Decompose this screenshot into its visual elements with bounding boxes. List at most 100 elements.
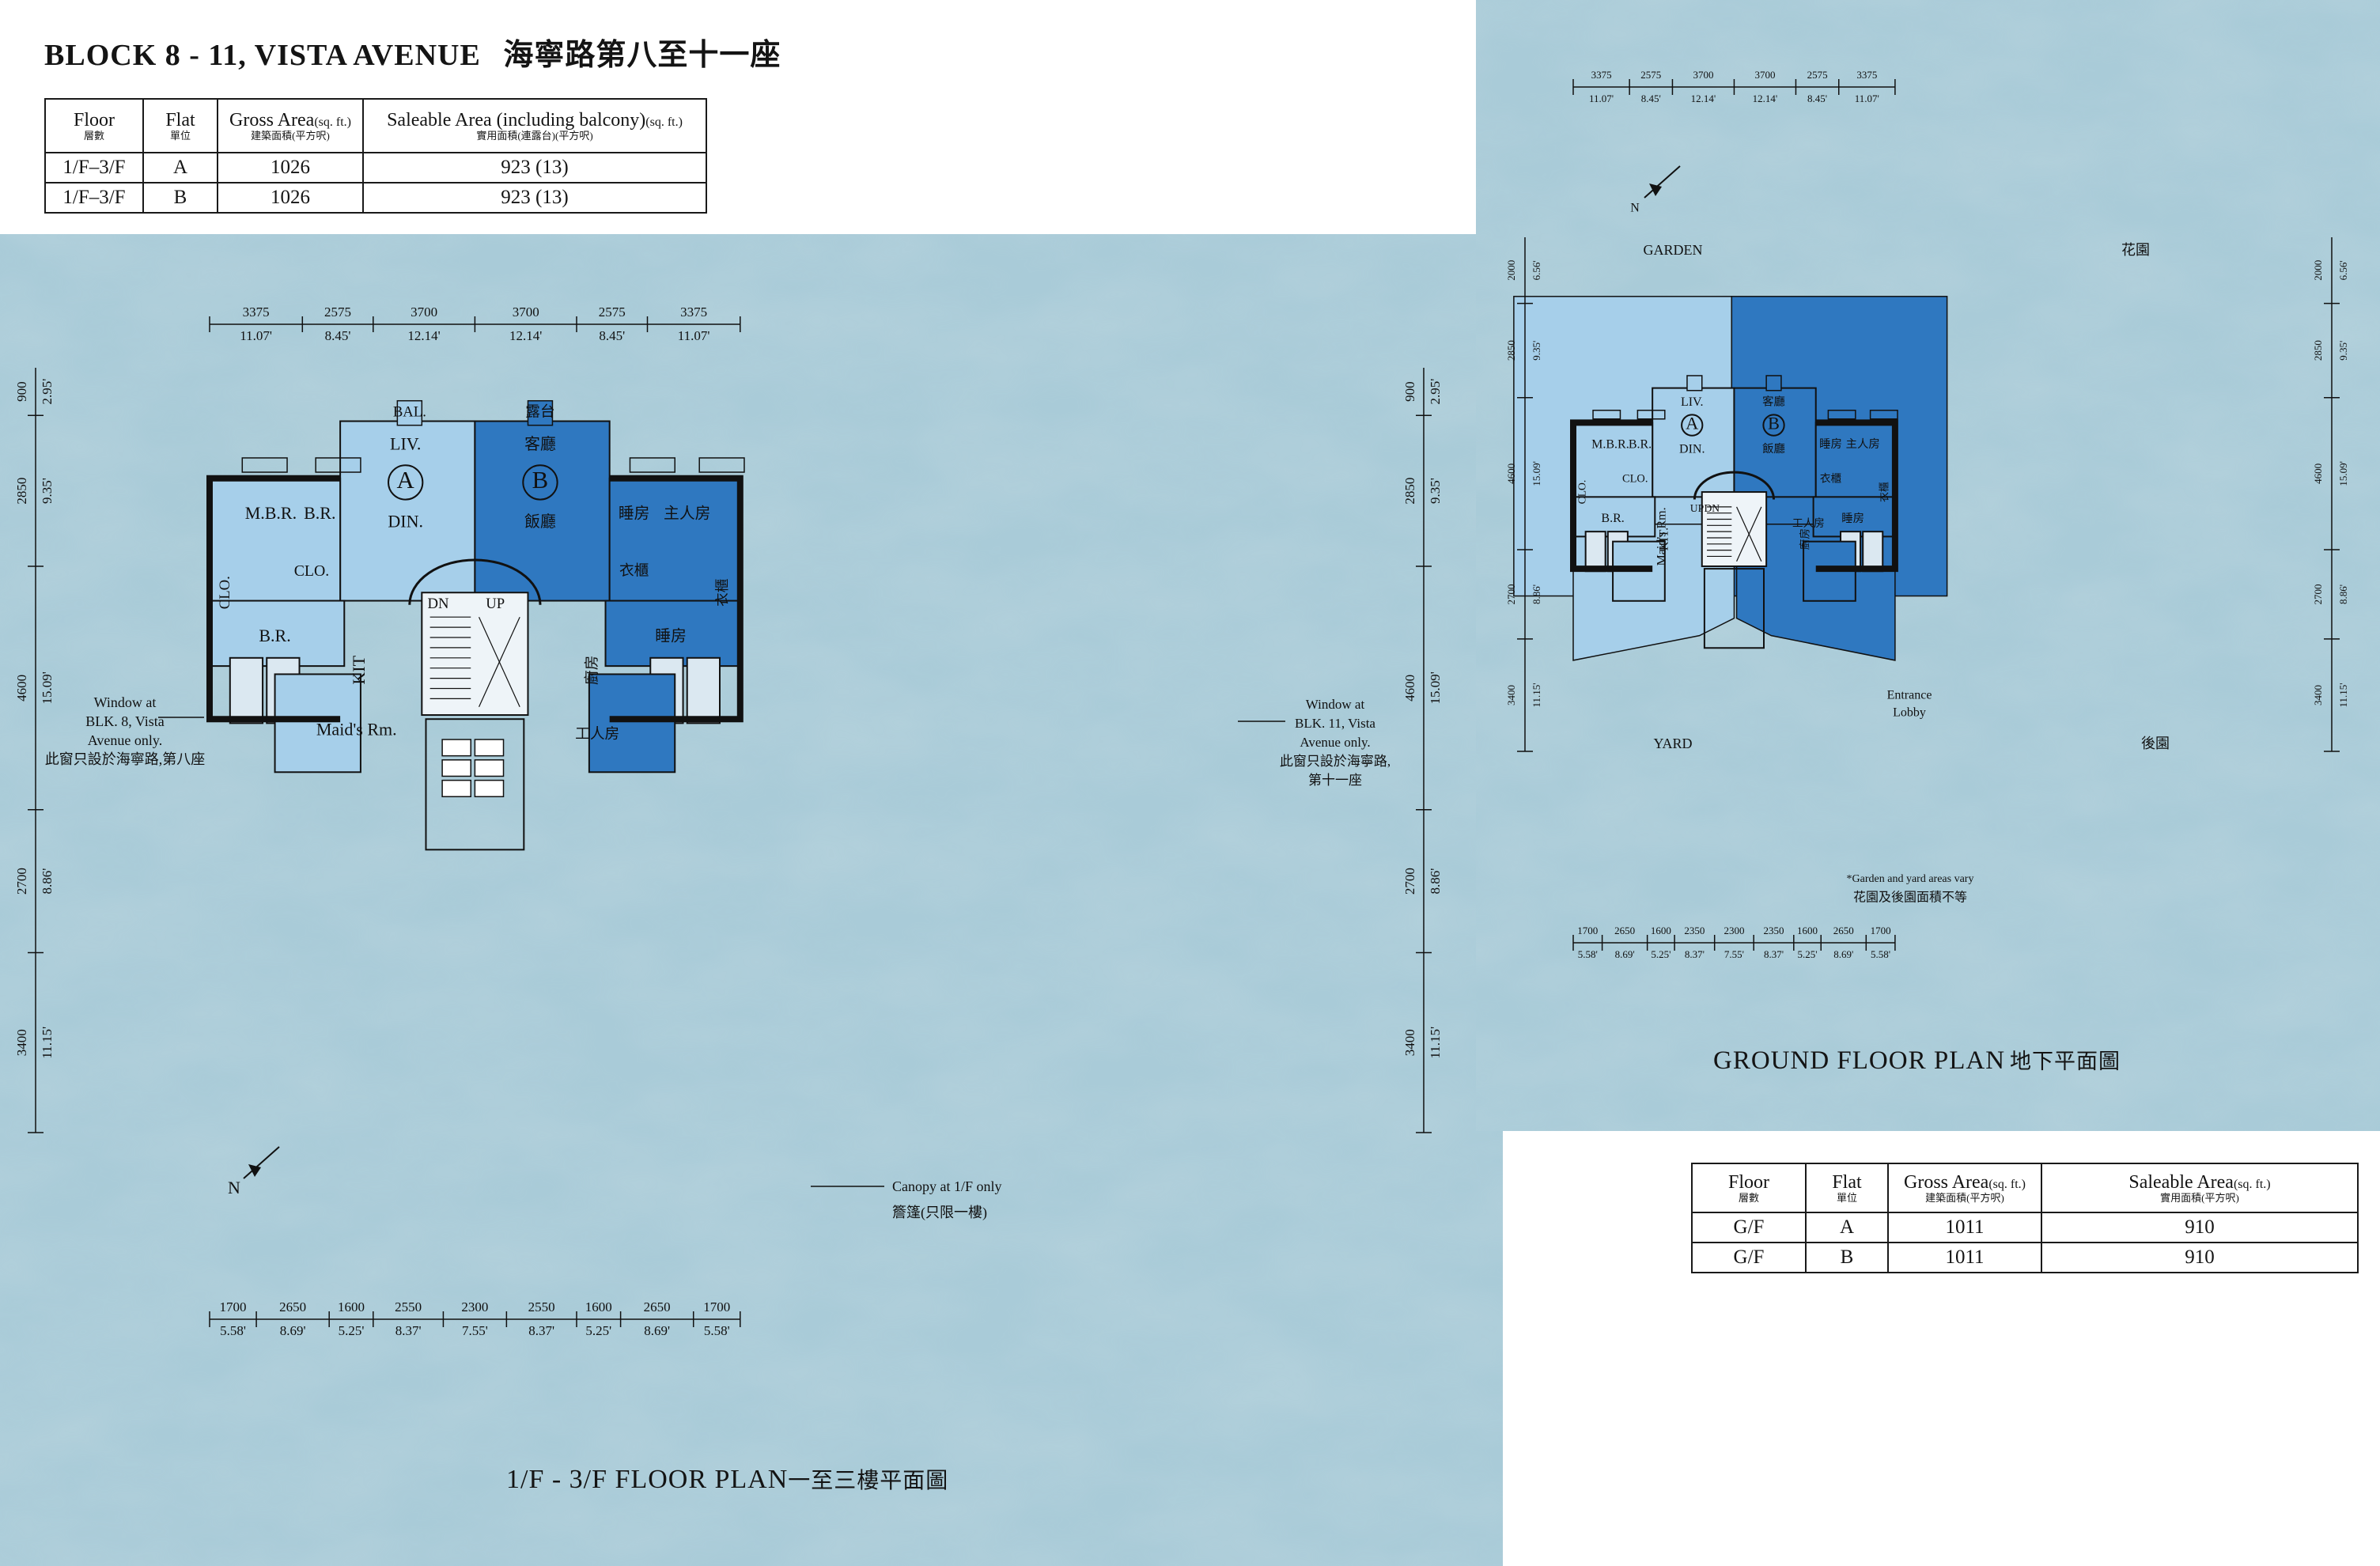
cell-saleable: 910 bbox=[2041, 1242, 2359, 1273]
cell-saleable: 923 (13) bbox=[362, 152, 707, 183]
room-label-din: DIN. bbox=[388, 512, 423, 531]
side-dimension-right-ft: 8.86' bbox=[2337, 584, 2349, 604]
bedroom bbox=[604, 600, 741, 668]
window-bay bbox=[698, 457, 745, 473]
col-flat-en: Flat bbox=[1832, 1171, 1862, 1193]
room-label-maid-zh: 工人房 bbox=[1792, 517, 1825, 529]
yard-label: YARD bbox=[1653, 736, 1692, 751]
living-dining-room bbox=[474, 420, 611, 602]
garden-label-zh: 花園 bbox=[2121, 242, 2150, 258]
garden-label: GARDEN bbox=[1644, 242, 1703, 258]
cell-flat: A bbox=[142, 152, 218, 183]
top-dimension-mm: 2575 bbox=[599, 304, 626, 320]
col-saleable-unit: (sq. ft.) bbox=[2233, 1177, 2271, 1191]
room-label-br: B.R. bbox=[304, 503, 335, 523]
col-gross-zh: 建築面積(平方呎) bbox=[1925, 1191, 2004, 1204]
side-dimension-left-ft: 15.09' bbox=[1531, 461, 1542, 486]
canopy-note-zh: 簷篷(只限一樓) bbox=[892, 1205, 987, 1221]
top-dimension-ft: 8.45' bbox=[1641, 93, 1661, 104]
bottom-dimension-ft: 8.69' bbox=[644, 1323, 670, 1338]
col-saleable-area: Saleable Area(sq. ft.)實用面積(平方呎) bbox=[2041, 1163, 2359, 1213]
side-dimension-left-ft: 8.86' bbox=[1531, 584, 1542, 604]
side-dimension-right-ft: 11.15' bbox=[2337, 683, 2349, 707]
room-label-clo-zh: 衣櫃 bbox=[1820, 473, 1842, 485]
canopy-panel bbox=[474, 739, 505, 757]
side-dimension-right-ft: 2.95' bbox=[1428, 379, 1443, 405]
side-dimension-right-mm: 3400 bbox=[1402, 1029, 1417, 1056]
window-note-left: BLK. 8, Vista bbox=[85, 713, 165, 729]
col-gross-zh: 建築面積(平方呎) bbox=[251, 129, 330, 142]
living-dining-room bbox=[339, 420, 476, 602]
balcony bbox=[1686, 375, 1703, 392]
canopy-panel bbox=[474, 779, 505, 797]
stair-arrow bbox=[479, 616, 520, 707]
bottom-dimension-ft: 7.55' bbox=[1724, 948, 1744, 960]
top-dimension-mm: 3375 bbox=[1591, 69, 1612, 81]
bottom-dimension-mm: 1700 bbox=[220, 1299, 247, 1314]
room-label-kit-zh: 廚房 bbox=[583, 656, 600, 685]
top-dimension-ft: 12.14' bbox=[509, 328, 542, 343]
bottom-dimension-mm: 1600 bbox=[1797, 925, 1818, 936]
top-dimension-ft: 8.45' bbox=[1807, 93, 1827, 104]
north-arrow-head bbox=[248, 1164, 261, 1177]
window-note-right: Avenue only. bbox=[1300, 735, 1370, 750]
cell-floor: G/F bbox=[1691, 1242, 1807, 1273]
top-dimension-ft: 12.14' bbox=[1753, 93, 1778, 104]
lobby-curve bbox=[408, 558, 542, 605]
top-dimension-ft: 8.45' bbox=[599, 328, 625, 343]
top-dimension-ft: 11.07' bbox=[678, 328, 710, 343]
top-dimension-ft: 11.07' bbox=[1855, 93, 1879, 104]
room-label-bal-zh: 露台 bbox=[525, 403, 554, 420]
heading-title-zh: 海寧路第八至十一座 bbox=[503, 39, 781, 72]
window-bay bbox=[629, 457, 675, 473]
side-dimension-right-ft: 6.56' bbox=[2337, 260, 2349, 280]
side-dimension-left-ft: 9.35' bbox=[1531, 341, 1542, 361]
upper-caption-en: 1/F - 3/F FLOOR PLAN bbox=[506, 1465, 789, 1494]
bottom-dimension-ft: 5.25' bbox=[339, 1323, 365, 1338]
col-floor-zh: 層數 bbox=[1738, 1191, 1759, 1204]
bottom-dimension-ft: 8.37' bbox=[1685, 948, 1705, 960]
col-floor-en: Floor bbox=[73, 109, 115, 130]
bathroom bbox=[1862, 531, 1884, 573]
bedroom bbox=[209, 477, 342, 606]
top-dimension-ft: 11.07' bbox=[240, 328, 272, 343]
stair-label-dn: DN bbox=[427, 596, 448, 612]
bottom-dimension-mm: 1600 bbox=[585, 1299, 612, 1314]
cell-floor: G/F bbox=[1691, 1212, 1807, 1243]
side-dimension-left-ft: 8.86' bbox=[40, 868, 55, 895]
side-dimension-right-mm: 2000 bbox=[2312, 260, 2324, 281]
room-label-br-zh: 睡房 bbox=[655, 628, 687, 645]
room-label-mbr: M.B.R. bbox=[245, 503, 297, 523]
top-dimension-mm: 3700 bbox=[411, 304, 437, 320]
side-dimension-left-mm: 2850 bbox=[1505, 340, 1517, 361]
room-label-br: B.R. bbox=[259, 626, 290, 645]
entrance-canopy bbox=[1703, 568, 1765, 649]
side-dimension-right-mm: 900 bbox=[1402, 381, 1417, 402]
side-dimension-right-mm: 3400 bbox=[2312, 685, 2324, 705]
upper-caption-zh: 一至三樓平面圖 bbox=[788, 1469, 949, 1493]
room-label-clo-zh: 衣櫃 bbox=[714, 579, 730, 607]
room-label-liv-zh: 客廳 bbox=[1762, 395, 1785, 409]
side-dimension-right-ft: 9.35' bbox=[1428, 478, 1443, 504]
canopy-panel bbox=[441, 759, 471, 777]
room-label-clo-zh: 衣櫃 bbox=[1878, 482, 1890, 502]
side-dimension-right-ft: 15.09' bbox=[1428, 671, 1443, 704]
stair-core bbox=[421, 592, 529, 717]
upper-plan-panel bbox=[0, 234, 1503, 1566]
room-label-liv: LIV. bbox=[390, 434, 421, 454]
cell-gross: 1011 bbox=[1887, 1212, 2042, 1243]
north-arrow-line bbox=[1644, 165, 1681, 199]
window-note-right: 第十一座 bbox=[1308, 773, 1362, 788]
room-label-kit: KIT bbox=[349, 655, 369, 684]
bottom-dimension-mm: 1600 bbox=[338, 1299, 365, 1314]
bottom-dimension-ft: 8.37' bbox=[528, 1323, 554, 1338]
top-dimension-ft: 12.14' bbox=[1691, 93, 1716, 104]
room-label-mbr-zh: 主人房 bbox=[1846, 437, 1880, 451]
bottom-dimension-ft: 5.58' bbox=[1871, 948, 1890, 960]
entrance-lobby-label: Entrance bbox=[1887, 689, 1932, 702]
side-dimension-right-mm: 2700 bbox=[2312, 584, 2324, 604]
top-dimension-ft: 8.45' bbox=[325, 328, 351, 343]
room-label-mbr-zh: 主人房 bbox=[664, 505, 710, 523]
